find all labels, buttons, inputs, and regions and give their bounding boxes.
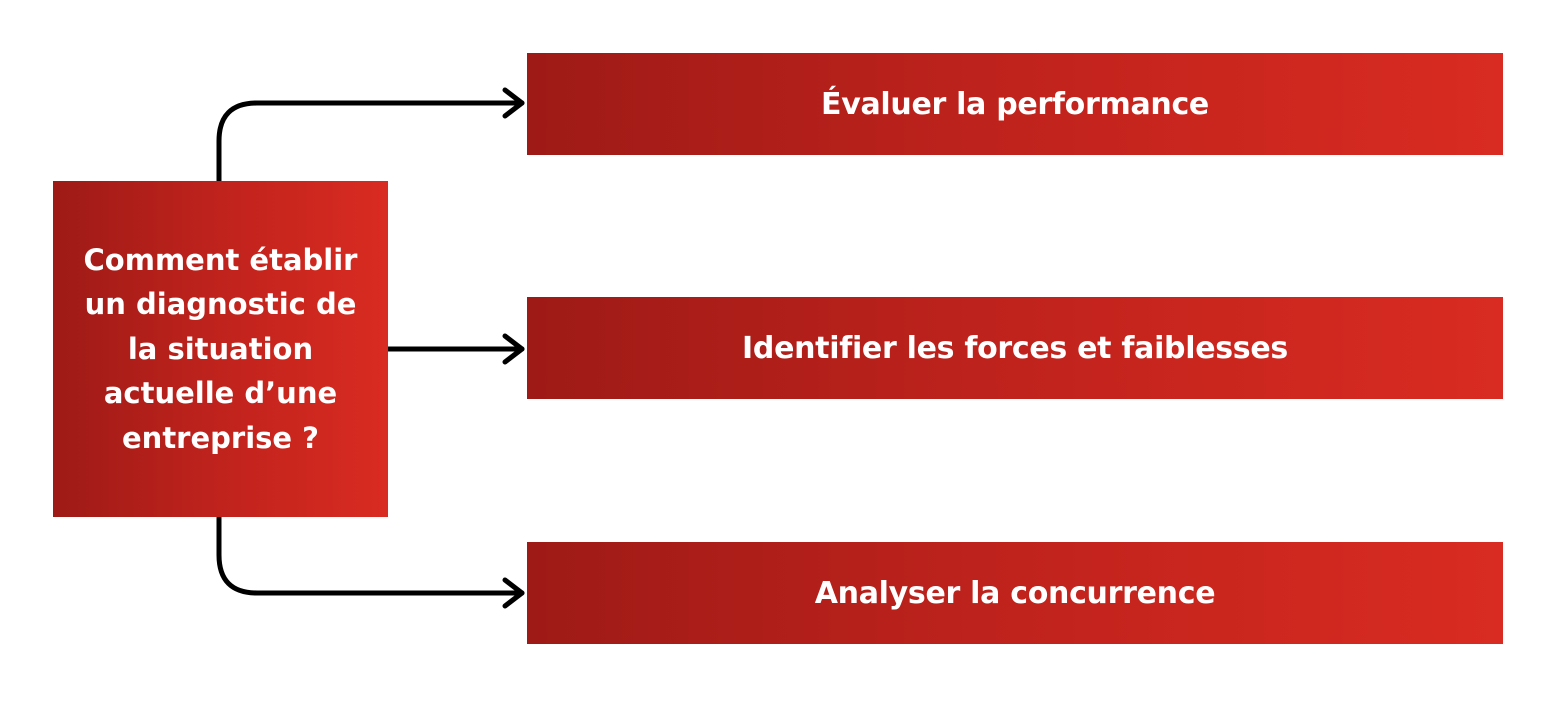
option-box-evaluate-performance: Évaluer la performance bbox=[527, 53, 1503, 155]
arrowhead-option-1 bbox=[502, 87, 525, 119]
arrowhead-option-3 bbox=[502, 577, 525, 609]
option-box-identify-strengths-weaknesses: Identifier les forces et faiblesses bbox=[527, 297, 1503, 399]
arrow-to-option-1 bbox=[216, 100, 525, 184]
option-label: Évaluer la performance bbox=[821, 86, 1209, 122]
question-box: Comment établir un diagnostic de la situ… bbox=[53, 181, 388, 517]
question-text: Comment établir un diagnostic de la situ… bbox=[83, 242, 358, 455]
arrowhead-option-2 bbox=[502, 333, 525, 365]
option-box-analyze-competition: Analyser la concurrence bbox=[527, 542, 1503, 644]
option-label: Identifier les forces et faiblesses bbox=[742, 330, 1288, 366]
arrow-to-option-3 bbox=[216, 514, 525, 596]
option-label: Analyser la concurrence bbox=[814, 575, 1216, 611]
